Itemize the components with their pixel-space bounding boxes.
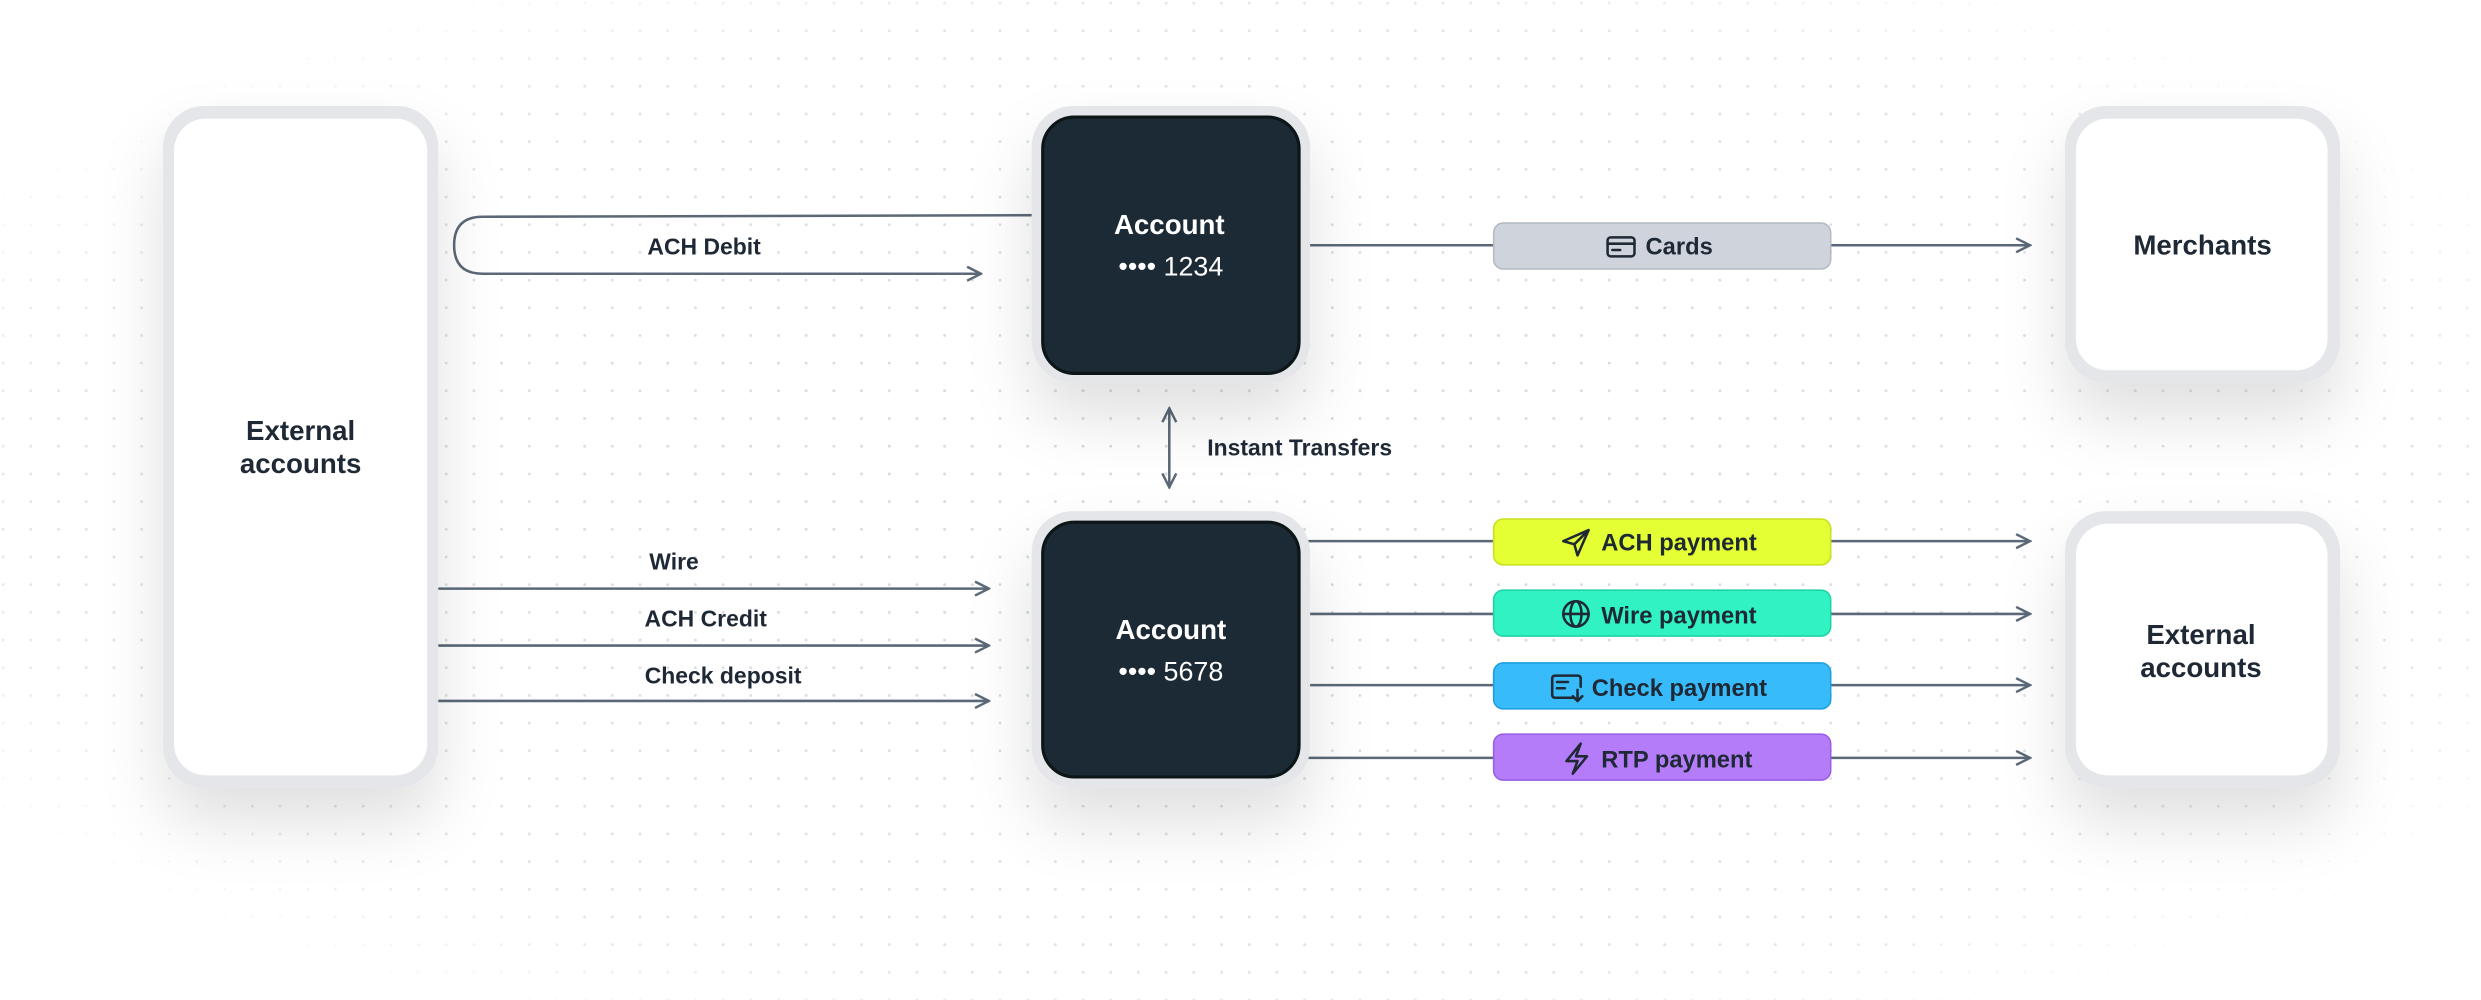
wire-payment-pill-label: Wire payment: [1601, 603, 1756, 629]
external-accounts-left-node: [162, 106, 439, 788]
rtp-payment-pill: RTP payment: [1492, 733, 1832, 781]
ach-payment-pill-label: ACH payment: [1601, 531, 1757, 557]
merchants-node: [2064, 106, 2341, 383]
check-payment-pill: Check payment: [1492, 662, 1832, 710]
send-icon: [1562, 528, 1590, 557]
zap-icon: [1565, 742, 1589, 775]
account-5678-number: •••• 5678: [1118, 656, 1223, 686]
wire-payment-pill: Wire payment: [1492, 589, 1832, 637]
globe-icon: [1562, 599, 1590, 628]
wire-label: Wire: [649, 549, 699, 575]
cards-pill: Cards: [1492, 222, 1832, 270]
account-5678-title: Account: [1116, 614, 1227, 645]
external-accounts-right-node: [2064, 511, 2341, 788]
account-1234-title: Account: [1114, 209, 1225, 240]
check-deposit-label: Check deposit: [645, 663, 802, 689]
ach-debit-edge: [452, 213, 1043, 274]
rtp-payment-pill-label: RTP payment: [1601, 747, 1752, 773]
external-accounts-left-label-2: accounts: [240, 448, 361, 479]
ach-payment-pill: ACH payment: [1492, 518, 1832, 566]
check-payment-pill-label: Check payment: [1592, 676, 1767, 702]
account-1234-node: [1031, 106, 1311, 383]
credit-card-icon: [1606, 236, 1636, 258]
external-accounts-right-label: External: [2146, 619, 2255, 650]
account-1234-number: •••• 1234: [1118, 251, 1223, 281]
merchants-label: Merchants: [2133, 230, 2271, 261]
external-accounts-left-label: External: [246, 415, 355, 446]
instant-transfers-label: Instant Transfers: [1207, 435, 1392, 461]
ach-debit-label: ACH Debit: [647, 234, 761, 260]
account-5678-node: [1031, 511, 1311, 788]
external-accounts-right-label-2: accounts: [2140, 652, 2261, 683]
ach-credit-label: ACH Credit: [645, 606, 768, 632]
cards-pill-label: Cards: [1646, 235, 1713, 261]
check-icon: [1550, 674, 1584, 703]
